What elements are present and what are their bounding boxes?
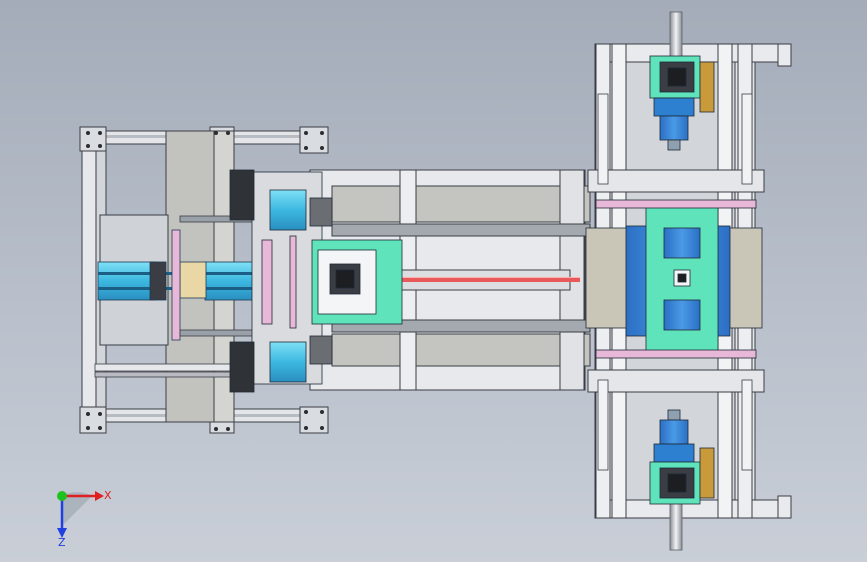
red-laser-beam	[400, 277, 580, 282]
axis-x-label: X	[104, 489, 112, 502]
gripper-module	[229, 169, 403, 393]
vertical-shaft	[669, 11, 683, 551]
coordinate-triad-icon: X Z	[57, 489, 112, 549]
axis-z-label: Z	[58, 536, 66, 549]
work-table	[585, 199, 763, 359]
bottom-motor-assembly	[649, 409, 715, 505]
top-motor-assembly	[649, 55, 715, 151]
left-frame-bolts	[86, 131, 324, 431]
left-linear-module	[97, 229, 261, 341]
right-cylinders	[597, 93, 753, 471]
